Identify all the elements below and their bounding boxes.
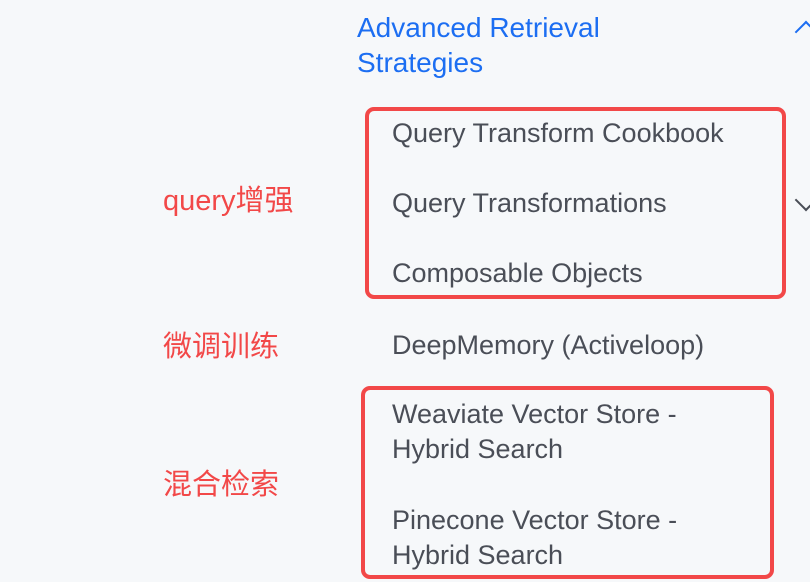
menu-item-query-transform-cookbook[interactable]: Query Transform Cookbook xyxy=(392,118,724,148)
highlight-box-query xyxy=(365,107,786,299)
menu-item-query-transformations[interactable]: Query Transformations xyxy=(392,188,667,218)
annotation-finetune-training: 微调训练 xyxy=(163,331,280,363)
menu-item-deepmemory[interactable]: DeepMemory (Activeloop) xyxy=(392,330,705,360)
annotation-hybrid-retrieval: 混合检索 xyxy=(163,469,280,501)
chevron-up-icon[interactable] xyxy=(794,20,810,44)
highlight-box-hybrid xyxy=(361,386,774,579)
section-title-advanced-retrieval[interactable]: Advanced Retrieval Strategies xyxy=(357,12,600,78)
menu-item-weaviate-hybrid[interactable]: Weaviate Vector Store - Hybrid Search xyxy=(392,399,677,464)
menu-item-pinecone-hybrid[interactable]: Pinecone Vector Store - Hybrid Search xyxy=(392,505,678,570)
chevron-down-icon[interactable] xyxy=(794,188,810,212)
annotation-query-enhancement: query增强 xyxy=(163,185,294,217)
menu-item-composable-objects[interactable]: Composable Objects xyxy=(392,258,643,288)
